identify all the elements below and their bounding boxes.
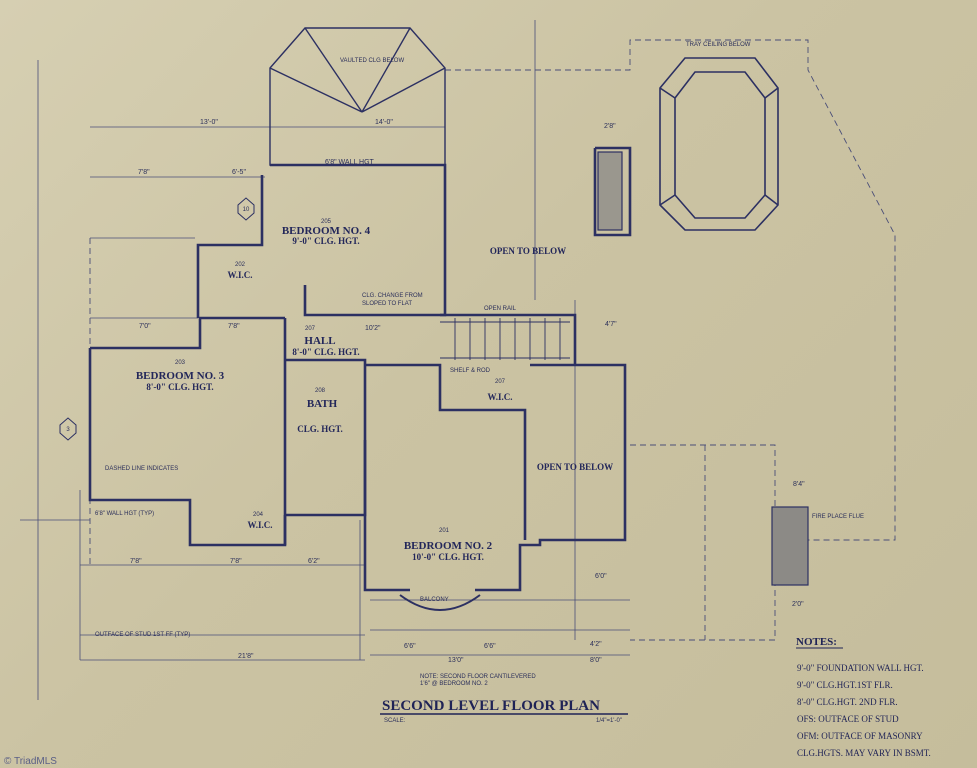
notes-block: NOTES: 9'-0" FOUNDATION WALL HGT. 9'-0" … [796,636,931,758]
dim-label: 13'0" [448,657,464,664]
room-bath: 208 BATH CLG. HGT. [297,388,343,434]
cantilever-note-2: 1'6" @ BEDROOM NO. 2 [420,681,488,687]
tray-ceiling-label: TRAY CEILING BELOW [686,42,751,48]
svg-text:BEDROOM NO. 2: BEDROOM NO. 2 [404,540,493,552]
hex-marker-3: 3 [59,417,77,441]
fireplace-lower [771,506,809,586]
watermark: © TriadMLS [4,756,57,767]
vaulted-clg-label: VAULTED CLG BELOW [340,58,404,64]
svg-text:OFM: OUTFACE OF MASONRY: OFM: OUTFACE OF MASONRY [797,731,923,741]
svg-text:SECOND LEVEL FLOOR PLAN: SECOND LEVEL FLOOR PLAN [382,698,600,714]
cantilever-note: NOTE: SECOND FLOOR CANTILEVERED [420,674,536,680]
dim-label: 6'8" WALL HGT [325,159,375,166]
sloped-clg-note: DASHED LINE INDICATES [105,466,178,472]
dim-label: 6'6" [484,643,496,650]
room-hall: 207 HALL 8'-0" CLG. HGT. [292,326,359,357]
room-wic-204: 204 W.I.C. [248,512,273,530]
clg-change-label: CLG. CHANGE FROM [362,293,423,299]
svg-text:208: 208 [315,388,326,394]
svg-text:9'-0" FOUNDATION WALL HGT.: 9'-0" FOUNDATION WALL HGT. [797,663,924,673]
room-bedroom-4: 205 BEDROOM NO. 4 9'-0" CLG. HGT. [282,219,371,246]
svg-text:W.I.C.: W.I.C. [488,392,513,402]
svg-text:BATH: BATH [307,398,338,410]
shelf-rod-207: SHELF & ROD [450,368,491,374]
wall-hgt-note: 6'8" WALL HGT (TYP) [95,511,154,517]
dim-label: 8'0" [590,657,602,664]
svg-text:201: 201 [439,528,450,534]
walls [88,146,632,592]
svg-text:HALL: HALL [304,335,335,347]
dim-label: 7'8" [138,169,150,176]
dim-label: 10'2" [365,325,381,332]
room-wic-207: 207 W.I.C. [488,379,513,402]
hex-marker-10: 10 [237,197,255,221]
room-bedroom-3: 203 BEDROOM NO. 3 8'-0" CLG. HGT. [136,360,225,392]
staircase [440,318,570,360]
open-to-below-upper: OPEN TO BELOW [490,246,566,256]
svg-text:207: 207 [495,379,506,385]
dim-label: 2'0" [792,601,804,608]
dim-label: 4'7" [605,321,617,328]
svg-text:8'-0" CLG. HGT.: 8'-0" CLG. HGT. [292,347,359,357]
dim-label: 21'8" [238,653,254,660]
bay-window [269,27,446,166]
svg-text:202: 202 [235,262,246,268]
dim-label: 6'-5" [232,169,246,176]
svg-text:205: 205 [321,219,332,225]
room-wic-202: 202 W.I.C. [228,262,253,280]
open-rail-label: OPEN RAIL [484,306,517,312]
dimension-lines [20,20,630,700]
svg-text:CLG.HGTS. MAY VARY IN BSMT.: CLG.HGTS. MAY VARY IN BSMT. [797,748,931,758]
dim-label: 7'8" [230,558,242,565]
svg-text:1/4"=1'-0": 1/4"=1'-0" [596,718,622,724]
dim-label: 13'-0" [200,119,218,126]
svg-text:NOTES:: NOTES: [796,636,837,648]
balcony-label: BALCONY [420,597,449,603]
fireplace-upper [597,151,623,231]
balcony-arc [399,594,481,611]
svg-text:8'-0" CLG.HGT. 2ND FLR.: 8'-0" CLG.HGT. 2ND FLR. [797,697,898,707]
svg-text:10: 10 [243,207,250,213]
outface-stud-note: OUTFACE OF STUD 1ST FF (TYP) [95,632,190,638]
dim-label: 8'4" [793,481,805,488]
fireplace-flue-label: FIRE PLACE FLUE [812,514,864,520]
svg-text:8'-0" CLG. HGT.: 8'-0" CLG. HGT. [146,382,213,392]
dim-label: 7'8" [130,558,142,565]
svg-text:SCALE:: SCALE: [384,718,406,724]
svg-text:OFS: OUTFACE OF STUD: OFS: OUTFACE OF STUD [797,714,899,724]
svg-text:BEDROOM NO. 3: BEDROOM NO. 3 [136,370,225,382]
open-to-below-lower: OPEN TO BELOW [537,462,613,472]
dim-label: 14'-0" [375,119,393,126]
tray-ceiling [659,57,779,231]
dim-label: 6'6" [404,643,416,650]
svg-text:3: 3 [66,427,70,433]
svg-text:9'-0" CLG. HGT.: 9'-0" CLG. HGT. [292,236,359,246]
svg-text:10'-0" CLG. HGT.: 10'-0" CLG. HGT. [412,552,484,562]
svg-text:9'-0" CLG.HGT.1ST FLR.: 9'-0" CLG.HGT.1ST FLR. [797,680,893,690]
clg-change-label-2: SLOPED TO FLAT [362,301,412,307]
svg-text:CLG. HGT.: CLG. HGT. [297,424,343,434]
svg-text:204: 204 [253,512,264,518]
dim-label: 7'8" [228,323,240,330]
dim-label: 4'2" [590,641,602,648]
svg-text:W.I.C.: W.I.C. [248,520,273,530]
dim-label: 6'0" [595,573,607,580]
svg-text:203: 203 [175,360,186,366]
room-bedroom-2: 201 BEDROOM NO. 2 10'-0" CLG. HGT. [404,528,493,562]
dim-label: 7'0" [139,323,151,330]
dim-label: 6'2" [308,558,320,565]
svg-text:BEDROOM NO. 4: BEDROOM NO. 4 [282,225,371,237]
drawing-title: SECOND LEVEL FLOOR PLAN SCALE: 1/4"=1'-0… [380,698,628,724]
svg-text:207: 207 [305,326,316,332]
dim-label: 2'8" [604,123,616,130]
svg-text:W.I.C.: W.I.C. [228,270,253,280]
